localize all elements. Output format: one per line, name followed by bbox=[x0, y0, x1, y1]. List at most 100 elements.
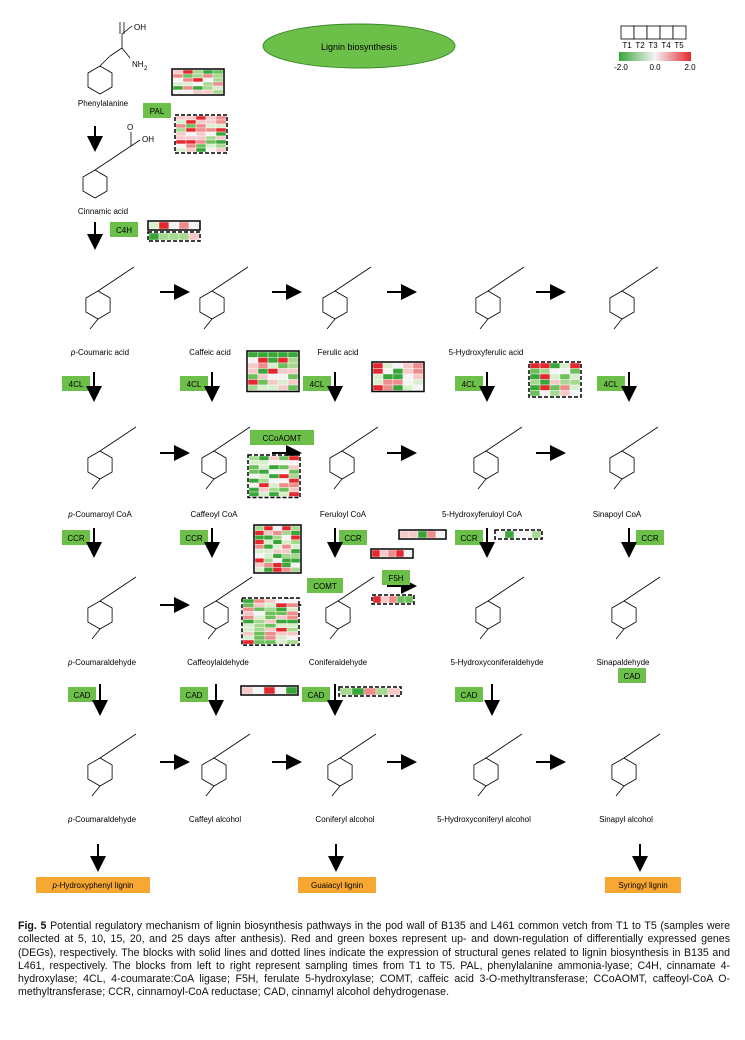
caption-label: Fig. 5 bbox=[18, 920, 47, 932]
heatmap-cell bbox=[382, 373, 394, 380]
heatmap-cell bbox=[539, 362, 551, 369]
heatmap-cell bbox=[288, 464, 300, 470]
heatmap-cell bbox=[569, 384, 581, 391]
heatmap-f5h-l461 bbox=[371, 594, 415, 605]
heatmap-cell bbox=[435, 530, 446, 539]
heatmap-ccoaomt-l461 bbox=[247, 454, 301, 499]
label-pcoumaraldehyde: p-Coumaraldehyde bbox=[67, 658, 137, 667]
structure-hconiferylalcohol bbox=[473, 733, 523, 797]
heatmap-cell bbox=[188, 221, 200, 230]
heatmap-cell bbox=[382, 368, 394, 375]
heatmap-cell bbox=[290, 544, 301, 550]
heatmap-cell bbox=[290, 567, 301, 573]
heatmap-cell bbox=[287, 362, 299, 369]
heatmap-cell bbox=[248, 455, 260, 461]
heatmap-cell bbox=[531, 530, 542, 539]
heatmap-cell bbox=[275, 611, 288, 616]
heatmap-cell bbox=[287, 384, 299, 391]
heatmap-cell bbox=[278, 491, 290, 497]
heatmap-cell bbox=[278, 487, 290, 493]
heatmap-cell bbox=[267, 373, 279, 380]
heatmap-cell bbox=[569, 362, 581, 369]
heatmap-border bbox=[241, 597, 300, 646]
heatmap-cell bbox=[247, 379, 259, 386]
heatmap-cell bbox=[192, 77, 204, 83]
heatmap-cell bbox=[242, 635, 255, 641]
heatmap-cell bbox=[268, 460, 280, 466]
label-sinapaldehyde: Sinapaldehyde bbox=[597, 658, 650, 667]
heatmap-cell bbox=[275, 602, 288, 608]
enzyme-ccoaomt bbox=[250, 430, 314, 445]
heatmap-cell bbox=[286, 611, 299, 616]
heatmap-cell bbox=[192, 81, 204, 87]
heatmap-cell bbox=[263, 562, 274, 568]
heatmap-cell bbox=[402, 362, 414, 369]
heatmap-cell bbox=[215, 143, 227, 149]
heatmap-cell bbox=[242, 619, 255, 624]
heatmap-cell bbox=[402, 368, 414, 375]
structure-coniferylalcohol bbox=[327, 733, 377, 797]
heatmap-cell bbox=[287, 373, 299, 380]
heatmap-cell bbox=[258, 460, 270, 466]
heatmap-cell bbox=[242, 631, 255, 637]
heatmap-cell bbox=[205, 115, 217, 121]
label-hconiferylalcohol: 5-Hydroxyconiferyl alcohol bbox=[437, 815, 531, 824]
enzyme-ccr-3 bbox=[339, 530, 367, 545]
heatmap-cell bbox=[268, 482, 280, 488]
heatmap-cell bbox=[275, 619, 288, 624]
heatmap-cell bbox=[278, 460, 290, 466]
heatmap-cell bbox=[272, 530, 283, 536]
heatmap-cell bbox=[504, 530, 515, 539]
label-caffeoylcoa: Caffeoyl CoA bbox=[191, 510, 239, 519]
heatmap-cell bbox=[267, 368, 279, 375]
heatmap-cell bbox=[275, 615, 288, 620]
label-ferulic: Ferulic acid bbox=[318, 348, 359, 357]
heatmap-cell bbox=[202, 77, 214, 83]
heatmap-cell bbox=[182, 81, 194, 87]
heatmap-cell bbox=[185, 115, 197, 121]
enzyme-4cl-2-label: 4CL bbox=[187, 380, 202, 389]
structure-caffeylalcohol bbox=[201, 733, 251, 797]
heatmap-cell bbox=[185, 131, 197, 137]
enzyme-4cl-5-label: 4CL bbox=[604, 380, 619, 389]
heatmap-cell bbox=[258, 473, 270, 479]
heatmap-cell bbox=[290, 548, 301, 554]
heatmap-cell bbox=[569, 390, 581, 397]
heatmap-cell bbox=[522, 530, 533, 539]
enzyme-4cl-4-label: 4CL bbox=[462, 380, 477, 389]
structure-sinapic bbox=[609, 266, 659, 330]
heatmap-cell bbox=[549, 384, 561, 391]
label-pcoumaroylcoa: p-Coumaroyl CoA bbox=[67, 510, 132, 519]
heatmap-cell bbox=[158, 232, 170, 241]
heatmap-cell bbox=[175, 115, 187, 121]
heatmap-cell bbox=[275, 639, 288, 645]
heatmap-cell bbox=[215, 123, 227, 129]
heatmap-ccr-l461-strip bbox=[494, 529, 543, 540]
heatmap-cell bbox=[248, 473, 260, 479]
heatmap-cell bbox=[272, 567, 283, 573]
structure-sinapylalcohol bbox=[611, 733, 661, 797]
heatmap-cell bbox=[290, 530, 301, 536]
heatmap-cell bbox=[254, 553, 265, 559]
heatmap-cell bbox=[372, 373, 384, 380]
heatmap-cell bbox=[549, 379, 561, 386]
heatmap-cell bbox=[212, 77, 224, 83]
heatmap-cell bbox=[412, 362, 424, 369]
enzyme-4cl-4 bbox=[455, 376, 483, 391]
legend-max: 2.0 bbox=[684, 63, 696, 72]
heatmap-cell bbox=[290, 558, 301, 564]
label-coniferylalcohol: Coniferyl alcohol bbox=[315, 815, 374, 824]
heatmap-cell bbox=[290, 535, 301, 541]
heatmap-cell bbox=[215, 127, 227, 133]
heatmap-cell bbox=[281, 567, 292, 573]
heatmap-cell bbox=[242, 611, 255, 616]
heatmap-cell bbox=[281, 525, 292, 531]
heatmap-cell bbox=[182, 85, 194, 91]
heatmap-cell bbox=[372, 368, 384, 375]
enzyme-ccoaomt-label: CCoAOMT bbox=[262, 434, 301, 443]
heatmap-cell bbox=[263, 525, 274, 531]
structure-sinapaldehyde bbox=[611, 576, 661, 640]
heatmap-cell bbox=[248, 464, 260, 470]
enzyme-cad-1 bbox=[68, 687, 96, 702]
heatmap-cell bbox=[172, 69, 184, 75]
